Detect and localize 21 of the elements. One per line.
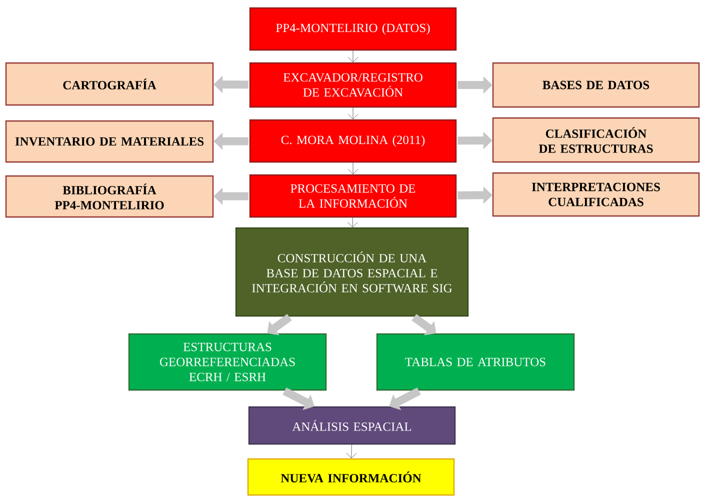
arrow [389,388,421,410]
output-box: CLASIFICACIÓN DE ESTRUCTURAS [492,117,700,163]
output-box: BIBLIOGRAFÍA PP4-MONTELIRIO [5,175,214,218]
source-box: C. MORA MOLINA (2011) [249,119,457,163]
output-box: INTERPRETACIONES CUALIFICADAS [492,172,700,217]
arrow [346,444,357,458]
output-box: BASES DE DATOS [492,62,700,108]
output-box: CARTOGRAFÍA [5,62,214,106]
result-box: TABLAS DE ATRIBUTOS [376,333,575,391]
arrow [348,107,358,120]
final-box: NUEVA INFORMACIÓN [247,458,455,496]
arrow [267,314,292,336]
arrow [348,162,358,174]
source-box: PP4-MONTELIRIO (DATOS) [249,7,457,51]
process-box: CONSTRUCCIÓN DE UNA BASE DE DATOS ESPACIAL E INTEGRACIÓN EN SOFTWARE SIG [235,227,469,317]
result-box: ESTRUCTURAS GEORREFERENCIADAS ECRH / ESRH [128,333,327,391]
source-box: PROCESAMIENTO DE LA INFORMACIÓN [249,174,457,218]
source-box: EXCAVADOR/REGISTRO DE EXCAVACIÓN [249,62,457,108]
output-box: INVENTARIO DE MATERIALES [5,120,214,163]
analysis-box: ANÁLISIS ESPACIAL [248,406,456,445]
arrow [348,50,358,62]
